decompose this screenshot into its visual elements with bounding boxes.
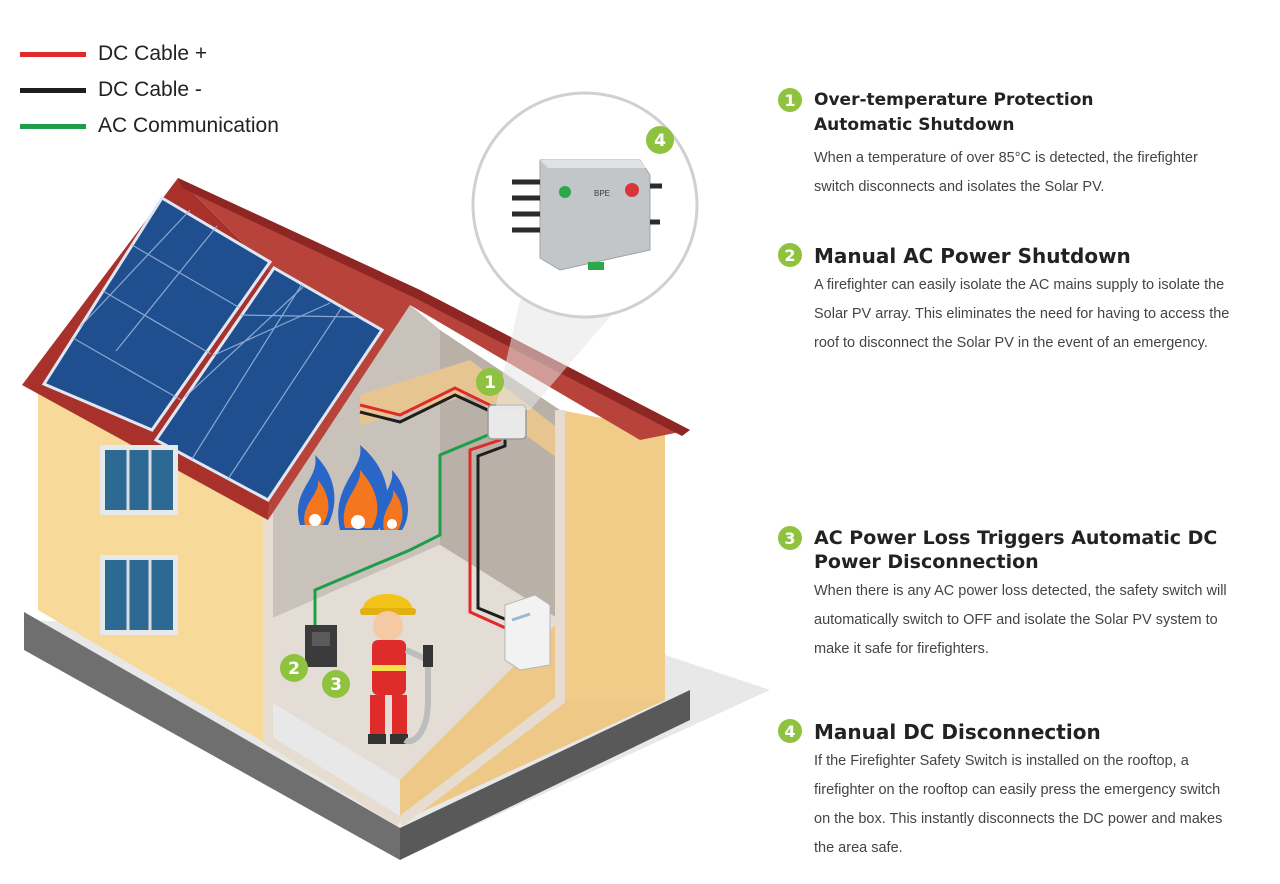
- feature-2-badge: 2: [778, 243, 802, 267]
- legend-label-dc-negative: DC Cable -: [98, 78, 202, 101]
- fire-icon: [297, 445, 408, 530]
- marker-2: 2: [280, 654, 308, 682]
- feature-2-title: Manual AC Power Shutdown: [814, 244, 1131, 268]
- feature-3-badge: 3: [778, 526, 802, 550]
- feature-1-title: Over-temperature Protection Automatic Sh…: [814, 90, 1094, 135]
- marker-4-label: 4: [654, 131, 666, 151]
- marker-3-label: 3: [330, 675, 342, 695]
- house-base-right: [400, 690, 690, 860]
- feature-4-body: If the Firefighter Safety Switch is inst…: [814, 753, 1223, 856]
- feature-4-badge: 4: [778, 719, 802, 743]
- legend-swatch-ac-communication: [20, 123, 86, 129]
- feature-2: 2 Manual AC Power Shutdown A firefighter…: [778, 243, 1248, 358]
- right-wall: [560, 410, 665, 700]
- legend-item-dc-negative: DC Cable -: [20, 72, 279, 108]
- marker-3: 3: [322, 670, 350, 698]
- marker-1-label: 1: [484, 373, 496, 393]
- solar-panel-right: [153, 266, 385, 502]
- solar-panel-grid: [72, 209, 357, 480]
- window-lower: [100, 555, 178, 635]
- marker-2-label: 2: [288, 659, 300, 679]
- ac-communication-cable: [313, 428, 501, 630]
- feature-1: 1 Over-temperature Protection Automatic …: [778, 88, 1248, 202]
- legend-swatch-dc-positive: [20, 51, 86, 57]
- feature-4: 4 Manual DC Disconnection If the Firefig…: [778, 719, 1248, 863]
- feature-2-body: A firefighter can easily isolate the AC …: [814, 277, 1230, 351]
- legend-label-dc-positive: DC Cable +: [98, 42, 208, 65]
- legend-label-ac-communication: AC Communication: [98, 114, 279, 137]
- feature-3-title: AC Power Loss Triggers Automatic DC Powe…: [814, 527, 1218, 573]
- feature-1-body: When a temperature of over 85°C is detec…: [814, 150, 1198, 195]
- legend-item-dc-positive: DC Cable +: [20, 36, 279, 72]
- solar-panel-left: [41, 195, 273, 432]
- wall-edge-right: [396, 410, 565, 826]
- feature-3-body: When there is any AC power loss detected…: [814, 583, 1227, 657]
- interior-floor: [268, 545, 560, 780]
- marker-4: 4: [646, 126, 674, 154]
- device-closeup: [512, 159, 662, 271]
- legend-swatch-dc-negative: [20, 87, 86, 93]
- feature-3: 3 AC Power Loss Triggers Automatic DC Po…: [778, 526, 1248, 664]
- house-base-left: [24, 612, 400, 860]
- feature-1-badge: 1: [778, 88, 802, 112]
- ceiling-beam: [360, 360, 560, 460]
- feature-4-title: Manual DC Disconnection: [814, 720, 1101, 744]
- marker-1: 1: [476, 368, 504, 396]
- cable-legend: DC Cable + DC Cable - AC Communication: [20, 36, 279, 144]
- legend-item-ac-communication: AC Communication: [20, 108, 279, 144]
- ac-isolator: [305, 625, 337, 667]
- window-upper: [100, 445, 178, 515]
- inverter: [504, 594, 551, 671]
- safety-switch-box: [487, 404, 527, 440]
- device-brand-label: BPE: [594, 189, 610, 198]
- firefighter-figure: [360, 594, 433, 745]
